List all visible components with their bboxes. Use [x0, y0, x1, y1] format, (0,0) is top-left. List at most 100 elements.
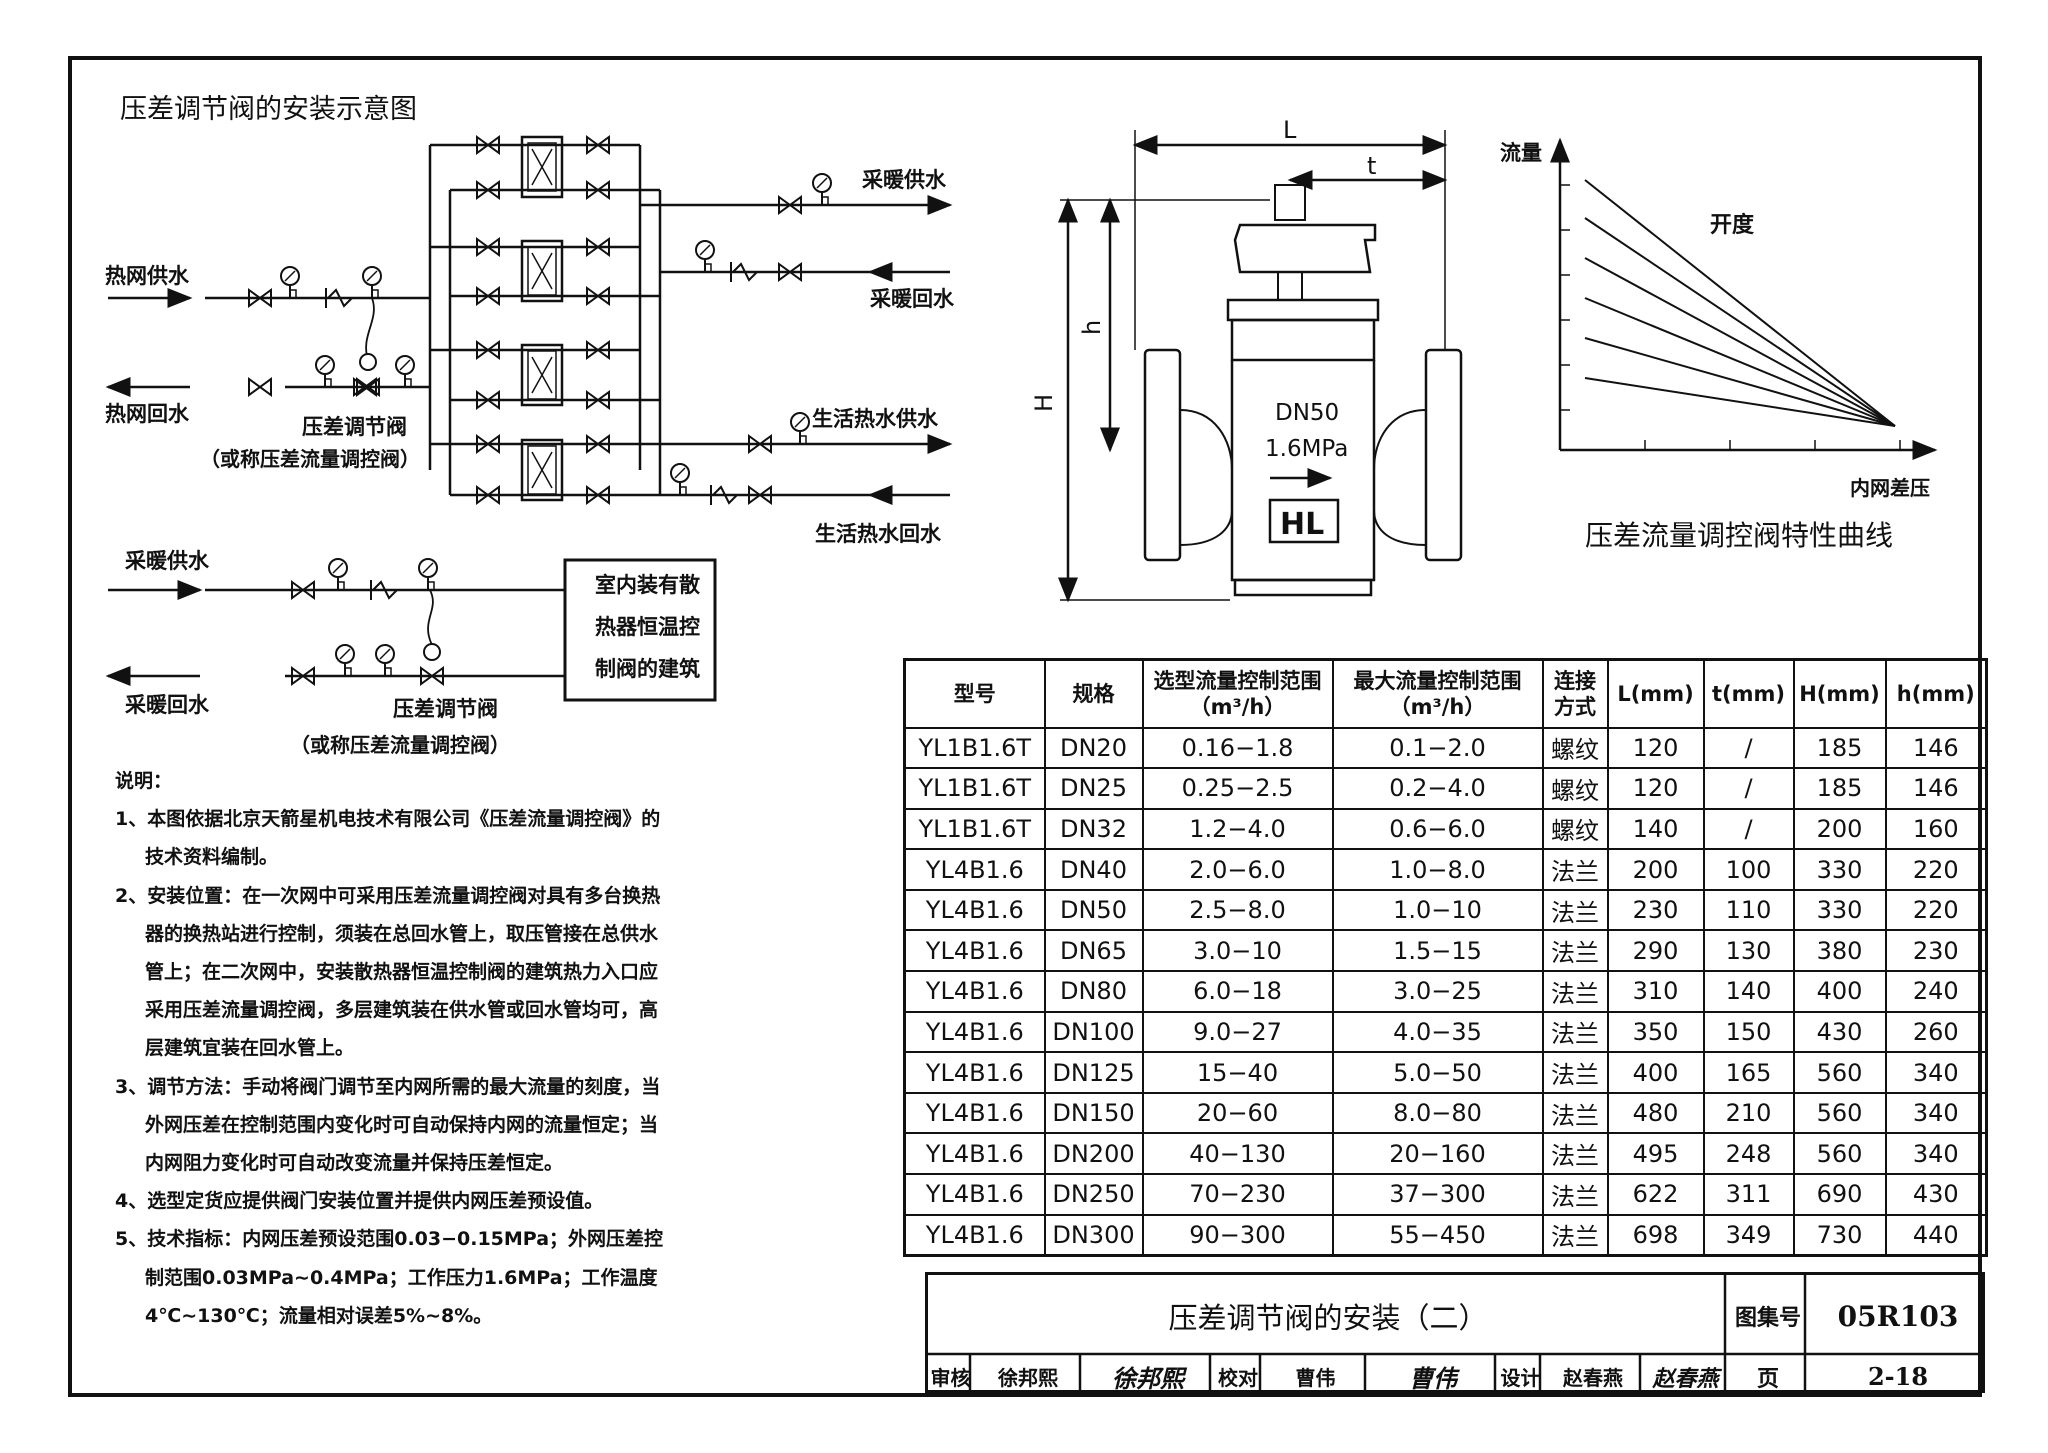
dim-L: L — [1283, 116, 1297, 144]
notes-title: 说明： — [115, 770, 173, 792]
lower-fittings — [291, 558, 444, 685]
cell: 210 — [1702, 1091, 1795, 1135]
cell: 法兰 — [1541, 970, 1609, 1013]
cell: 311 — [1702, 1173, 1795, 1216]
note-item-2: 2、安装位置：在一次网中可采用压差流量调控阀对具有多台换热器的换热站进行控制，须… — [115, 884, 661, 1060]
valve-elevation — [1058, 130, 1463, 603]
curve-opening-label: 开度 — [1710, 212, 1755, 238]
label-dhw-supply: 生活热水供水 — [812, 407, 939, 431]
cell: 240 — [1884, 970, 1988, 1013]
reviewer-signature: 徐邦熙 — [1112, 1364, 1184, 1393]
cell: 310 — [1606, 970, 1705, 1013]
cell: YL4B1.6 — [903, 929, 1046, 973]
col-t: t(mm) — [1702, 658, 1795, 729]
label-heating-return: 采暖回水 — [870, 287, 955, 311]
cell: 8.0−80 — [1331, 1091, 1544, 1135]
cell: 0.16−1.8 — [1141, 726, 1334, 770]
cell: 法兰 — [1541, 1091, 1609, 1135]
label-network-return: 热网回水 — [105, 402, 190, 426]
note-item-5: 5、技术指标：内网压差预设范围0.03−0.15MPa；外网压差控制范围0.03… — [115, 1228, 664, 1327]
cell: 37−300 — [1331, 1173, 1544, 1216]
cell: YL4B1.6 — [903, 848, 1046, 891]
building-text-3: 制阀的建筑 — [595, 657, 700, 681]
notes-section: 说明： 1、本图依据北京天箭星机电技术有限公司《压差流量调控阀》的技术资料编制。… — [115, 762, 675, 1335]
check-label: 校对 — [1218, 1366, 1258, 1390]
cell: 340 — [1884, 1051, 1988, 1094]
cell: 380 — [1792, 929, 1887, 973]
cell: 9.0−27 — [1141, 1010, 1334, 1054]
label-lower-supply: 采暖供水 — [125, 549, 210, 573]
curve-y-label: 流量 — [1500, 141, 1542, 165]
cell: 146 — [1884, 767, 1988, 810]
cell: 340 — [1884, 1132, 1988, 1176]
cell: 330 — [1792, 848, 1887, 891]
cell: 290 — [1606, 929, 1705, 973]
cell: 110 — [1702, 888, 1795, 932]
cell: 1.2−4.0 — [1141, 807, 1334, 851]
cell: 70−230 — [1141, 1173, 1334, 1216]
cell: DN65 — [1043, 929, 1144, 973]
heat-exchanger-2 — [520, 239, 564, 303]
cell: 185 — [1792, 726, 1887, 770]
label-network-supply: 热网供水 — [105, 264, 190, 288]
diagram-title: 压差调节阀的安装示意图 — [120, 94, 417, 125]
cell: 20−160 — [1331, 1132, 1544, 1176]
cell: 法兰 — [1541, 848, 1609, 891]
col-h: h(mm) — [1884, 658, 1988, 729]
checker-name: 曹伟 — [1295, 1366, 1336, 1390]
cell: 法兰 — [1541, 1132, 1609, 1176]
col-model: 型号 — [903, 658, 1046, 729]
cell: 730 — [1792, 1213, 1887, 1257]
cell: 495 — [1606, 1132, 1705, 1176]
cell: 480 — [1606, 1091, 1705, 1135]
reviewer-name: 徐邦熙 — [998, 1366, 1058, 1390]
cell: 0.1−2.0 — [1331, 726, 1544, 770]
valve-size: DN50 — [1275, 400, 1339, 426]
cell: DN250 — [1043, 1173, 1144, 1216]
upper-piping-scheme — [205, 143, 870, 497]
cell: 5.0−50 — [1331, 1051, 1544, 1094]
cell: DN125 — [1043, 1051, 1144, 1094]
cell: YL4B1.6 — [903, 1213, 1046, 1257]
cell: 430 — [1792, 1010, 1887, 1054]
cell: 150 — [1702, 1010, 1795, 1054]
cell: YL1B1.6T — [903, 726, 1046, 770]
cell: 140 — [1606, 807, 1705, 851]
building-text-2: 热器恒温控 — [595, 615, 700, 639]
cell: 3.0−25 — [1331, 970, 1544, 1013]
cell: 1.0−8.0 — [1331, 848, 1544, 891]
building-box — [563, 558, 717, 702]
designer-signature: 赵春燕 — [1652, 1365, 1719, 1392]
cell: DN25 — [1043, 767, 1144, 810]
cell: DN100 — [1043, 1010, 1144, 1054]
cell: 法兰 — [1541, 888, 1609, 932]
cell: 0.6−6.0 — [1331, 807, 1544, 851]
cell: 350 — [1606, 1010, 1705, 1054]
cell: 248 — [1702, 1132, 1795, 1176]
cell: 法兰 — [1541, 1213, 1609, 1257]
cell: 6.0−18 — [1141, 970, 1334, 1013]
cell: 法兰 — [1541, 1173, 1609, 1216]
note-item-3: 3、调节方法：手动将阀门调节至内网所需的最大流量的刻度，当外网压差在控制范围内变… — [115, 1075, 661, 1175]
cell: 560 — [1792, 1091, 1887, 1135]
cell: 260 — [1884, 1010, 1988, 1054]
cell: 3.0−10 — [1141, 929, 1334, 973]
cell: 200 — [1792, 807, 1887, 851]
cell: DN40 — [1043, 848, 1144, 891]
cell: 0.2−4.0 — [1331, 767, 1544, 810]
cell: 560 — [1792, 1132, 1887, 1176]
cell: 2.5−8.0 — [1141, 888, 1334, 932]
cell: 螺纹 — [1541, 807, 1609, 851]
cell: 1.0−10 — [1331, 888, 1544, 932]
valve-brand: HL — [1280, 507, 1324, 542]
cell: 100 — [1702, 848, 1795, 891]
cell: 440 — [1884, 1213, 1988, 1257]
